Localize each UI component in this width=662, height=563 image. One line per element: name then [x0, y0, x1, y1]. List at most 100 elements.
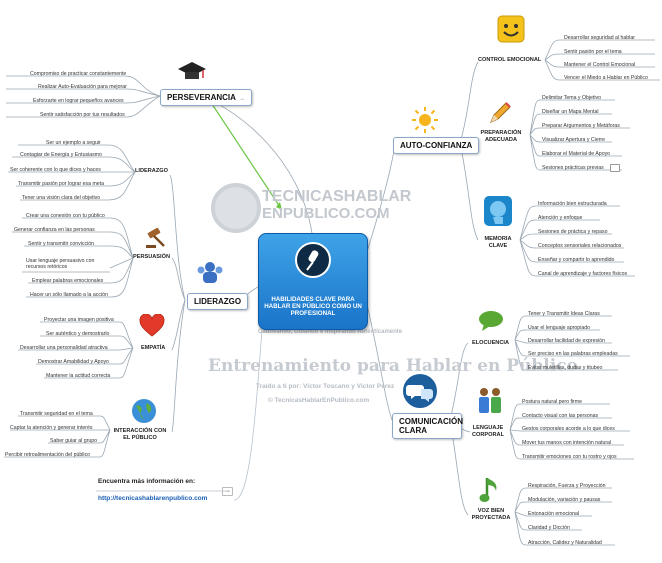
smiley-icon — [496, 14, 526, 51]
elocuencia-item: Desarrollar facilidad de expresión — [528, 338, 605, 344]
persuasion-subtopic[interactable]: PERSUASIÓN — [133, 254, 170, 260]
arrow-right-icon[interactable]: → — [222, 487, 233, 496]
empatia-item: Mantener la actitud correcta — [46, 373, 111, 379]
preparacion-item: Sesiones prácticas previas — [542, 165, 604, 171]
interaccion-item: Transmitir seguridad en el tema — [20, 411, 93, 417]
memoria-item: Enseñar y compartir lo aprendido — [538, 257, 615, 263]
perseverancia-item: Sentir satisfacción por tus resultados — [40, 112, 125, 118]
control-emocional-subtopic[interactable]: CONTROL EMOCIONAL — [478, 57, 542, 63]
liderazgo-item: Ser un ejemplo a seguir — [46, 140, 101, 146]
persuasion-item: Sentir y transmitir convicción — [28, 241, 95, 247]
elocuencia-item: Evitar muletillas, dudas y titubeo — [528, 365, 603, 371]
preparacion-item: Elaborar el Material de Apoyo — [542, 151, 611, 157]
watermark-tagline: Cautivando, Guiando e Inspirando Auténti… — [258, 329, 403, 335]
memoria-item: Información bien estructurada — [538, 201, 607, 207]
lenguaje-corporal-item: Contacto visual con las personas — [522, 413, 599, 419]
voz-item: Entonación emocional — [528, 511, 580, 517]
arrow-right-icon[interactable]: → — [238, 96, 245, 102]
lenguaje-corporal-item: Gestos corporales acorde a lo que dices — [522, 426, 615, 432]
memoria-subtopic[interactable]: MEMORIA CLAVE — [476, 236, 520, 250]
info-heading: Encuentra más información en: — [98, 478, 196, 485]
comunicacion-label: COMUNICACIÓN CLARA — [399, 417, 463, 435]
watermark-site: © TecnicasHablarEnPublico.com — [268, 397, 370, 404]
persuasion-item: Crear una conexión con tu público — [26, 213, 105, 219]
voz-subtopic-label: VOZ BIEN PROYECTADA — [471, 508, 511, 521]
interaccion-subtopic[interactable]: INTERACCIÓN CON EL PÚBLICO — [110, 428, 170, 442]
liderazgo-item: Tener una visión clara del objetivo — [22, 195, 101, 201]
perseverancia-item: Esforzarte en lograr pequeños avances — [33, 98, 124, 104]
preparacion-subtopic[interactable]: PREPARACIÓN ADECUADA — [474, 130, 528, 144]
interaccion-item: Captar la atención y generar interés — [10, 425, 93, 431]
memoria-subtopic-label: MEMORIA CLAVE — [484, 236, 512, 249]
memoria-item: Sesiones de práctica y repaso — [538, 229, 608, 235]
speech-bubbles-icon — [402, 373, 438, 414]
autoconfianza-node[interactable]: AUTO-CONFIANZA — [393, 137, 480, 154]
globe-icon — [131, 398, 157, 429]
watermark-headline: Entrenamiento para Hablar en Público — [208, 356, 578, 376]
control-emocional-item: Sentir pasión por el tema — [564, 49, 622, 55]
memoria-item: Atención y enfoque — [538, 215, 583, 221]
lenguaje-corporal-item: Mover tus manos con intención natural — [522, 440, 612, 446]
central-topic-node[interactable]: HABILIDADES CLAVE PARA HABLAR EN PÚBLICO… — [258, 233, 368, 330]
interaccion-subtopic-label: INTERACCIÓN CON EL PÚBLICO — [113, 428, 167, 441]
persuasion-item: Hacer un sólo llamado a la acción — [30, 292, 108, 298]
lenguaje-corporal-item: Postura natural pero firme — [522, 399, 582, 405]
brain-head-icon — [483, 195, 513, 232]
voz-item: Respiración, Fuerza y Proyección — [528, 483, 606, 489]
liderazgo-subtopic[interactable]: LIDERAZGO — [135, 168, 168, 174]
lenguaje-corporal-item: Transmitir emociones con tu rostro y ojo… — [522, 454, 617, 460]
perseverancia-label: PERSEVERANCIA — [167, 93, 236, 102]
microphone-logo-icon — [211, 183, 261, 233]
sun-icon — [411, 106, 439, 139]
liderazgo-item: Ser coherente con lo que dices y haces — [10, 167, 101, 173]
empatia-item: Demostrar Amabilidad y Apoyo — [38, 359, 109, 365]
liderazgo-item: Contagiar de Energía y Entusiasmo — [20, 152, 102, 158]
empatia-item: Proyectar una imagen positiva — [44, 317, 114, 323]
preparacion-item: Visualizar Apertura y Cierre — [542, 137, 606, 143]
control-emocional-item: Mantener el Control Emocional — [564, 62, 636, 68]
voz-item: Claridad y Dicción — [528, 525, 570, 531]
graduation-cap-icon — [177, 60, 207, 91]
music-note-icon — [479, 475, 501, 510]
preparacion-subtopic-label: PREPARACIÓN ADECUADA — [480, 130, 522, 143]
persuasion-item: Generar confianza en las personas — [14, 227, 95, 233]
chat-bubble-icon — [478, 310, 504, 337]
preparacion-item: Diseñar un Mapa Mental — [542, 109, 599, 115]
interaccion-item: Percibir retroalimentación del público — [5, 452, 91, 458]
heart-icon — [139, 313, 165, 343]
liderazgo-item: Transmitir pasión por lograr esa meta — [18, 181, 105, 187]
elocuencia-item: Tener y Transmitir Ideas Claras — [528, 311, 600, 317]
memoria-item: Canal de aprendizaje y factores físicos — [538, 271, 628, 277]
control-emocional-item: Desarrollar seguridad al hablar — [564, 35, 635, 41]
perseverancia-item: Realizar Auto-Evaluación para mejorar — [38, 84, 127, 90]
empatia-subtopic[interactable]: EMPATÍA — [141, 345, 166, 351]
voz-item: Atracción, Calidez y Naturalidad — [528, 540, 602, 546]
gavel-icon — [144, 226, 168, 255]
empatia-item: Ser auténtico y demostrarlo — [46, 331, 110, 337]
microphone-icon — [295, 242, 331, 278]
elocuencia-item: Ser preciso en las palabras empleadas — [528, 351, 618, 357]
comunicacion-node[interactable]: COMUNICACIÓN CLARA — [392, 413, 463, 439]
interaccion-item: Saber guiar al grupo — [50, 438, 98, 444]
empatia-item: Desarrollar una personalidad atractiva — [20, 345, 108, 351]
info-link[interactable]: http://tecnicashablarenpublico.com — [98, 495, 208, 502]
people-group-icon — [196, 260, 224, 291]
notes-icon[interactable] — [610, 164, 620, 172]
central-topic-title: HABILIDADES CLAVE PARA HABLAR EN PÚBLICO… — [264, 296, 362, 318]
preparacion-item: Delimitar Tema y Objetivo — [542, 95, 602, 101]
persuasion-item: Emplear palabras emocionales — [32, 278, 104, 284]
liderazgo-node[interactable]: LIDERAZGO — [187, 293, 249, 310]
watermark-logo-line1: TECNICASHABLAR — [262, 188, 412, 205]
perseverancia-node[interactable]: PERSEVERANCIA→ — [160, 89, 252, 106]
persuasion-item: Usar lenguaje persuasivo con recursos re… — [26, 258, 95, 270]
elocuencia-subtopic[interactable]: ELOCUENCIA — [472, 340, 509, 346]
two-people-icon — [475, 386, 505, 419]
lenguaje-corporal-subtopic[interactable]: LENGUAJE CORPORAL — [466, 425, 510, 439]
elocuencia-item: Usar el lenguaje apropiado — [528, 325, 591, 331]
voz-subtopic[interactable]: VOZ BIEN PROYECTADA — [469, 508, 513, 522]
watermark-logo-line2: ENPUBLICO.COM — [262, 205, 390, 222]
preparacion-item: Preparar Argumentos y Metáforas — [542, 123, 620, 129]
lenguaje-corporal-subtopic-label: LENGUAJE CORPORAL — [471, 425, 504, 438]
